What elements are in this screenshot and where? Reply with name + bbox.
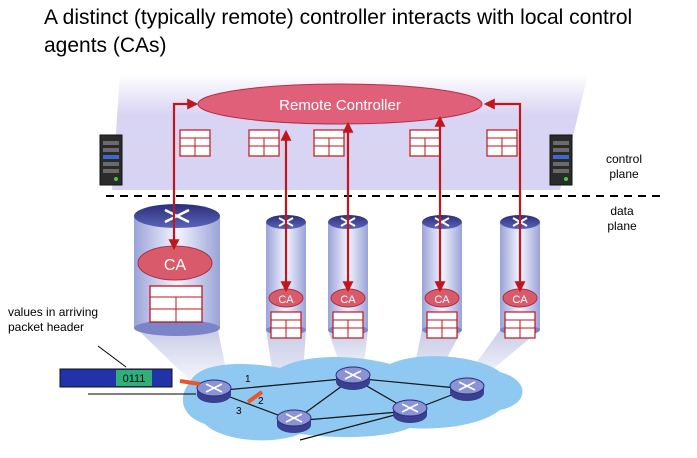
- data-plane-label: plane: [607, 219, 637, 233]
- ca-label: CA: [434, 294, 450, 306]
- ca-label: CA: [340, 294, 356, 306]
- router-icon: [196, 379, 232, 404]
- router-icon: [392, 399, 428, 424]
- network-cloud: [182, 356, 523, 441]
- port-label: 2: [258, 396, 264, 407]
- router-icon: [449, 377, 485, 402]
- packet: 0111: [59, 368, 173, 388]
- router-cylinder: CA: [422, 215, 462, 339]
- caption-pointer: [97, 345, 127, 368]
- server-icon: [549, 134, 573, 186]
- ca-label: CA: [278, 294, 294, 306]
- slide-title: A distinct (typically remote) controller…: [44, 6, 633, 57]
- port-label: 3: [236, 406, 242, 417]
- ca-label: CA: [164, 257, 187, 274]
- flow-table-icon: [313, 129, 345, 157]
- packet-caption: packet header: [8, 320, 84, 334]
- ca-label: CA: [512, 294, 528, 306]
- router-icon: [335, 366, 371, 391]
- forward-arrow: [246, 390, 264, 404]
- server-icon: [99, 134, 123, 186]
- control-link: [483, 98, 526, 293]
- data-plane-label: data: [610, 204, 634, 218]
- router-icon: [276, 409, 312, 434]
- packet-caption: values in arriving: [8, 305, 98, 319]
- flow-table-icon: [248, 129, 280, 157]
- packet-header-value: 0111: [123, 373, 146, 385]
- control-link: [168, 98, 199, 251]
- flow-table-icon: [486, 129, 518, 157]
- remote-controller-label: Remote Controller: [279, 97, 401, 114]
- flow-table-icon: [409, 129, 441, 157]
- control-plane-label: control: [606, 152, 642, 166]
- port-label: 1: [245, 374, 251, 385]
- router-cylinder-large: CA: [134, 204, 220, 336]
- flow-table-icon: [179, 129, 211, 157]
- control-plane-label: plane: [609, 167, 639, 181]
- packet-arrow: [179, 379, 201, 386]
